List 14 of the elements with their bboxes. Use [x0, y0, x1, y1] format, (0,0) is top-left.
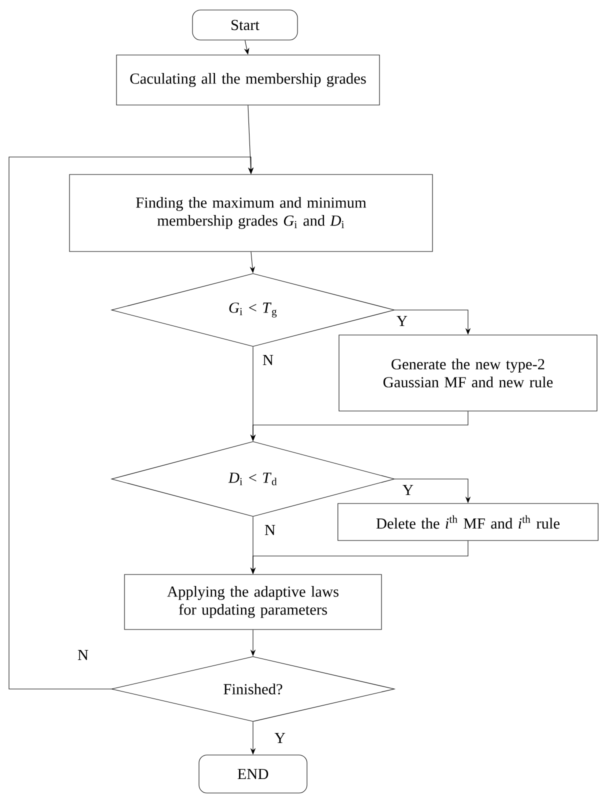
terminal-box: Start — [192, 10, 298, 40]
edge-label: N — [76, 648, 90, 662]
arrow — [8, 156, 254, 690]
process-box: Applying the adaptive laws for updating parameters — [124, 574, 382, 630]
edge-label: Y — [401, 484, 415, 496]
edge-label: N — [261, 354, 275, 366]
terminal-box: END — [198, 754, 308, 794]
edge-label: Y — [395, 314, 409, 328]
process-box: Caculating all the membership grades — [116, 54, 380, 106]
process-box: Generate the new type-2 Gaussian MF and new rule — [338, 334, 598, 412]
edge-label: N — [263, 524, 277, 536]
process-box: Delete the i$^{th}$ MF and i$^{th}$ rule — [338, 503, 598, 541]
edge-label: Y — [273, 732, 287, 744]
process-box: Finding the maximum and minimum membership grades G$_{i}$ and D$_{i}$ — [69, 174, 433, 252]
